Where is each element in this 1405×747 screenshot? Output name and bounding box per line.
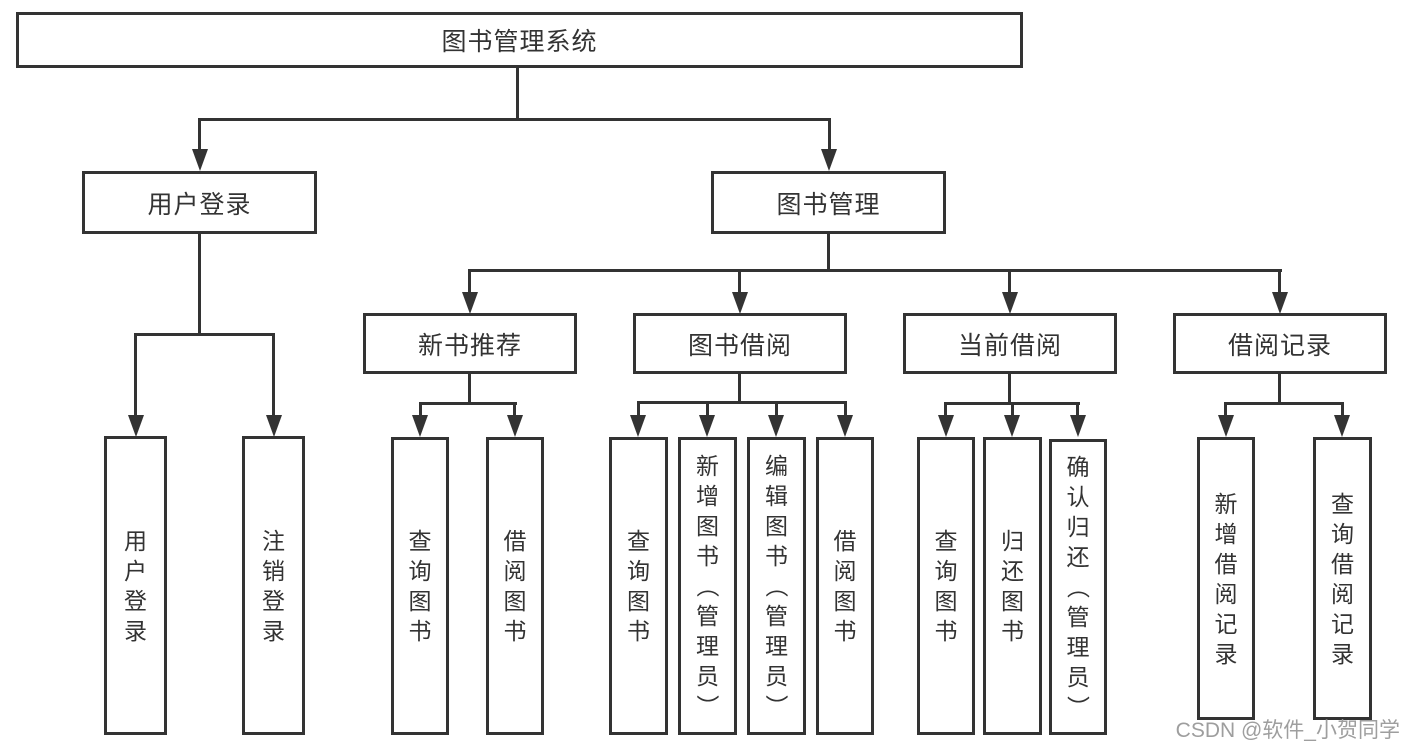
connector-line <box>272 333 275 415</box>
arrow-down-icon <box>412 415 428 437</box>
arrow-down-icon <box>266 415 282 437</box>
connector-line <box>1076 402 1079 416</box>
connector-line <box>738 269 741 293</box>
connector-line <box>134 333 275 336</box>
connector-line <box>1224 402 1227 416</box>
node-query-books-current: 查询图书 <box>917 437 975 735</box>
connector-line <box>944 402 947 416</box>
arrow-down-icon <box>1070 415 1086 437</box>
node-add-book-admin: 新增图书（管理员） <box>678 437 737 735</box>
csdn-watermark: CSDN @软件_小贺同学 <box>1175 719 1400 742</box>
node-book-management: 图书管理 <box>711 171 946 234</box>
connector-line <box>468 269 1282 272</box>
connector-line <box>134 333 137 415</box>
connector-line <box>198 118 201 151</box>
node-return-books: 归还图书 <box>983 437 1042 735</box>
arrow-down-icon <box>462 292 478 314</box>
connector-line <box>1278 374 1281 405</box>
arrow-down-icon <box>128 415 144 437</box>
connector-line <box>706 401 709 416</box>
connector-line <box>1008 269 1011 293</box>
node-root: 图书管理系统 <box>16 12 1023 68</box>
connector-line <box>419 402 517 405</box>
connector-line <box>419 402 422 416</box>
arrow-down-icon <box>768 415 784 437</box>
node-confirm-return-admin: 确认归还（管理员） <box>1049 439 1107 735</box>
node-query-borrow-record: 查询借阅记录 <box>1313 437 1372 720</box>
connector-line <box>775 401 778 416</box>
connector-line <box>468 374 471 405</box>
connector-line <box>1224 402 1344 405</box>
arrow-down-icon <box>938 415 954 437</box>
arrow-down-icon <box>837 415 853 437</box>
connector-line <box>1341 402 1344 416</box>
connector-line <box>828 118 831 151</box>
arrow-down-icon <box>192 149 208 171</box>
arrow-down-icon <box>732 292 748 314</box>
node-user-login: 用户登录 <box>82 171 317 234</box>
connector-line <box>637 401 847 404</box>
arrow-down-icon <box>699 415 715 437</box>
arrow-down-icon <box>507 415 523 437</box>
node-query-books-recommend: 查询图书 <box>391 437 449 735</box>
connector-line <box>738 374 741 404</box>
node-edit-book-admin: 编辑图书（管理员） <box>747 437 806 735</box>
arrow-down-icon <box>1272 292 1288 314</box>
arrow-down-icon <box>1002 292 1018 314</box>
node-new-book-recommend: 新书推荐 <box>363 313 577 374</box>
node-current-borrowing: 当前借阅 <box>903 313 1117 374</box>
connector-line <box>198 118 831 121</box>
connector-line <box>637 401 640 416</box>
arrow-down-icon <box>1004 415 1020 437</box>
arrow-down-icon <box>630 415 646 437</box>
node-logout: 注销登录 <box>242 436 305 735</box>
connector-line <box>513 402 516 416</box>
connector-line <box>1008 374 1011 405</box>
node-borrowing-records: 借阅记录 <box>1173 313 1387 374</box>
connector-line <box>468 269 471 293</box>
node-borrow-books-borrowing: 借阅图书 <box>816 437 874 735</box>
node-add-borrow-record: 新增借阅记录 <box>1197 437 1255 720</box>
node-user-login-leaf: 用户登录 <box>104 436 167 735</box>
connector-line <box>844 401 847 416</box>
node-borrow-books-recommend: 借阅图书 <box>486 437 544 735</box>
connector-line <box>516 68 519 121</box>
node-query-books-borrowing: 查询图书 <box>609 437 668 735</box>
node-book-borrowing: 图书借阅 <box>633 313 847 374</box>
connector-line <box>827 234 830 272</box>
arrow-down-icon <box>821 149 837 171</box>
arrow-down-icon <box>1218 415 1234 437</box>
connector-line <box>198 234 201 336</box>
connector-line <box>1278 269 1281 293</box>
connector-line <box>1011 402 1014 416</box>
arrow-down-icon <box>1334 415 1350 437</box>
